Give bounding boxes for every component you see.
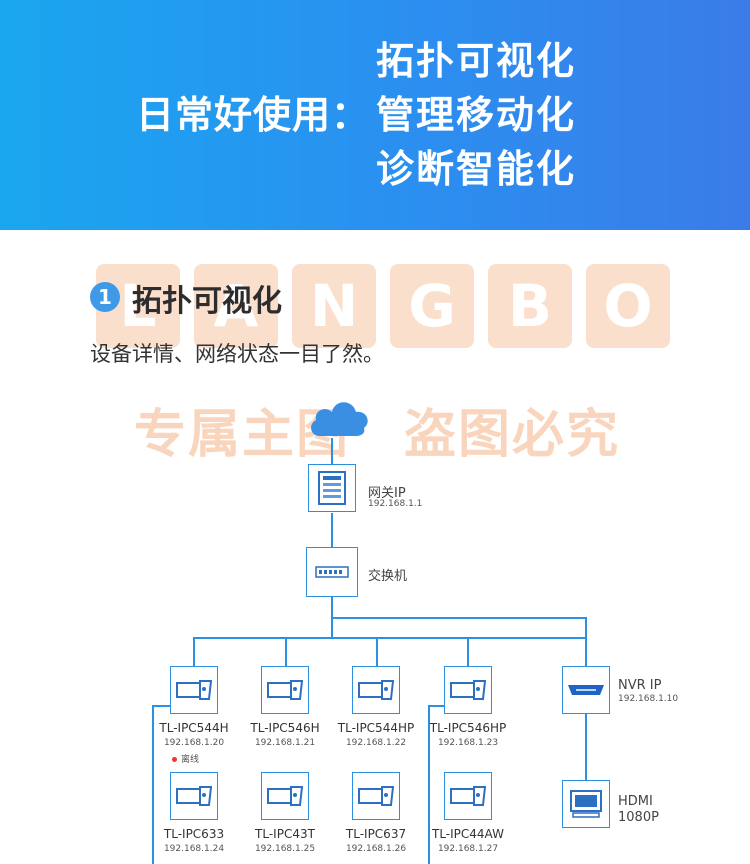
nvr-icon [568, 685, 604, 695]
section-title: 拓扑可视化 [132, 284, 282, 319]
gateway-node[interactable] [308, 464, 356, 512]
monitor-icon [570, 790, 602, 818]
link-switch-bus [331, 597, 333, 637]
watermark-letter: G [390, 264, 474, 348]
gateway-label: 网关IP [368, 486, 406, 501]
bus-line-1 [193, 637, 585, 639]
camera-icon [176, 680, 212, 700]
camera-icon [176, 786, 212, 806]
camera-ip: 192.168.1.20 [163, 738, 225, 748]
camera-icon [358, 680, 394, 700]
camera-node[interactable] [352, 772, 400, 820]
drop-nvr [585, 617, 587, 666]
watermark-letter: B [488, 264, 572, 348]
camera-name: TL-IPC546H [250, 721, 320, 735]
gateway-ip: 192.168.1.1 [368, 499, 423, 509]
camera-node[interactable] [444, 772, 492, 820]
header-banner: 日常好使用： 拓扑可视化 管理移动化 诊断智能化 [0, 0, 750, 230]
watermark-letter: O [586, 264, 670, 348]
section-subtitle: 设备详情、网络状态一目了然。 [90, 342, 384, 366]
camera-node[interactable] [170, 666, 218, 714]
drop-cam2 [285, 637, 287, 666]
drop-cam4 [467, 637, 469, 666]
branch-h-4 [428, 705, 450, 707]
drop-cam3 [376, 637, 378, 666]
hdmi-resolution: 1080P [618, 810, 659, 825]
link-nvr-hdmi [585, 714, 587, 780]
camera-node[interactable] [170, 772, 218, 820]
branch-v-4 [428, 705, 430, 864]
camera-ip: 192.168.1.24 [163, 844, 225, 854]
camera-name: TL-IPC546HP [429, 721, 507, 735]
camera-ip: 192.168.1.22 [345, 738, 407, 748]
offline-label: 离线 [181, 755, 200, 765]
link-cloud-gateway [331, 438, 333, 464]
watermark-letter: A [194, 264, 278, 348]
hdmi-label: HDMI [618, 794, 653, 809]
cloud-icon [311, 402, 368, 436]
bus-line-nvr [333, 617, 585, 619]
watermark-letter: N [292, 264, 376, 348]
drop-cam1 [193, 637, 195, 666]
camera-name: TL-IPC544H [159, 721, 229, 735]
camera-name: TL-IPC44AW [432, 827, 504, 841]
camera-ip: 192.168.1.21 [254, 738, 316, 748]
camera-ip: 192.168.1.27 [437, 844, 499, 854]
camera-node[interactable] [444, 666, 492, 714]
camera-icon [450, 680, 486, 700]
offline-dot [172, 757, 177, 762]
banner-line-3: 诊断智能化 [376, 147, 577, 191]
camera-node[interactable] [261, 666, 309, 714]
nvr-ip: 192.168.1.10 [618, 694, 679, 704]
camera-icon [450, 786, 486, 806]
camera-name: TL-IPC544HP [337, 721, 415, 735]
watermark-text-right: 盗图必究 [404, 404, 621, 465]
nvr-label: NVR IP [618, 678, 662, 693]
camera-ip: 192.168.1.25 [254, 844, 316, 854]
camera-name: TL-IPC43T [255, 827, 315, 841]
watermark-logo: L A N G B O [96, 264, 672, 348]
camera-ip: 192.168.1.23 [437, 738, 499, 748]
monitor-node[interactable] [562, 780, 610, 828]
offline-branch-h [152, 705, 174, 707]
camera-name: TL-IPC637 [345, 827, 407, 841]
nvr-node[interactable] [562, 666, 610, 714]
camera-ip: 192.168.1.26 [345, 844, 407, 854]
camera-icon [267, 786, 303, 806]
camera-node[interactable] [352, 666, 400, 714]
switch-label: 交换机 [368, 569, 408, 584]
offline-branch-v [152, 705, 154, 864]
offline-status: 离线 [172, 752, 199, 765]
camera-name: TL-IPC633 [163, 827, 225, 841]
camera-node[interactable] [261, 772, 309, 820]
switch-node[interactable] [306, 547, 358, 597]
switch-icon [315, 566, 349, 578]
banner-line-1: 拓扑可视化 [376, 39, 577, 83]
banner-line-2: 管理移动化 [376, 93, 577, 137]
camera-icon [267, 680, 303, 700]
section-number-badge: 1 [90, 282, 120, 312]
link-gateway-switch [331, 513, 333, 547]
router-icon [318, 471, 346, 505]
camera-icon [358, 786, 394, 806]
banner-lead: 日常好使用： [136, 93, 371, 137]
